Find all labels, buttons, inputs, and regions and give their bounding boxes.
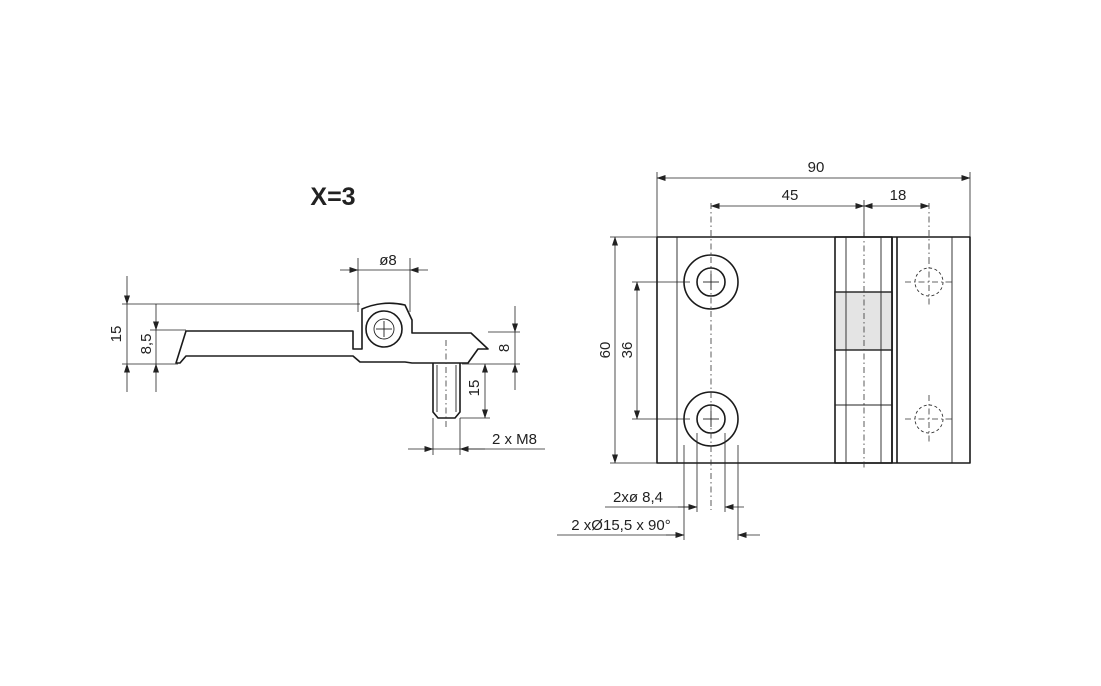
- threaded-stud: [432, 363, 461, 419]
- dim-hole-spacing-label: 36: [619, 342, 636, 359]
- front-view: 90 45 18 60 36 2xø 8,4 2 xØ15,5 x 90°: [557, 159, 971, 540]
- dim-total-height-label: 15: [108, 326, 125, 343]
- side-view: X=3 15 8,5: [108, 183, 545, 455]
- hidden-hole-bottom: [914, 404, 944, 434]
- hole-top: [696, 267, 726, 297]
- dim-right-offset-label: 18: [890, 187, 907, 204]
- dim-height-label: 60: [597, 342, 614, 359]
- pin-circle: [373, 318, 395, 340]
- dim-thread-label: 2 x M8: [492, 431, 537, 448]
- dim-width-label: 90: [808, 159, 825, 176]
- hidden-hole-top: [914, 267, 944, 297]
- hinge-front-outline: [656, 236, 971, 464]
- dim-pin-diameter-label: ø8: [379, 252, 397, 269]
- knuckle-segment-middle: [834, 291, 893, 351]
- dim-hole-diameter-label: 2xø 8,4: [613, 489, 663, 506]
- dim-countersink-label: 2 xØ15,5 x 90°: [571, 517, 670, 534]
- hinge-leaf-profile: [175, 302, 489, 364]
- dim-hole-offset-label: 45: [782, 187, 799, 204]
- knuckle-outer: [365, 310, 403, 348]
- side-view-title: X=3: [310, 183, 355, 211]
- dim-right-height-label: 8: [496, 344, 513, 352]
- dim-stud-length-label: 15: [466, 380, 483, 397]
- dim-leaf-height-label: 8,5: [138, 334, 155, 355]
